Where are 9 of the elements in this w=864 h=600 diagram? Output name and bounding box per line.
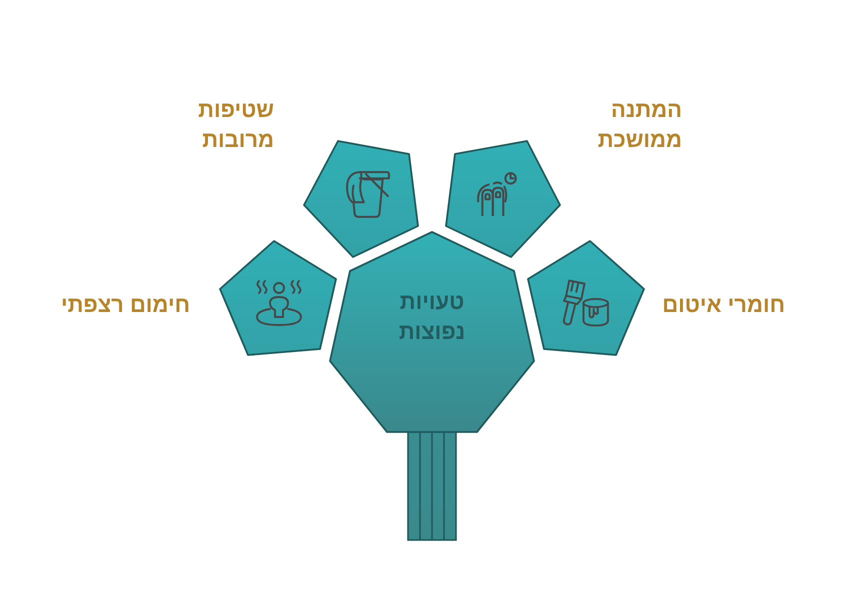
- category-label: חומרי איטום: [662, 291, 785, 319]
- category-label: שטיפות מרובות: [198, 96, 274, 154]
- node-label: טעויות נפוצות: [398, 288, 466, 346]
- pentagon: [302, 139, 420, 259]
- pentagon: [526, 239, 646, 357]
- pentagon: [444, 139, 562, 259]
- pentagon: [218, 239, 338, 357]
- category-label: המתנה ממושכת: [598, 96, 682, 154]
- category-label: חימום רצפתי: [60, 291, 190, 319]
